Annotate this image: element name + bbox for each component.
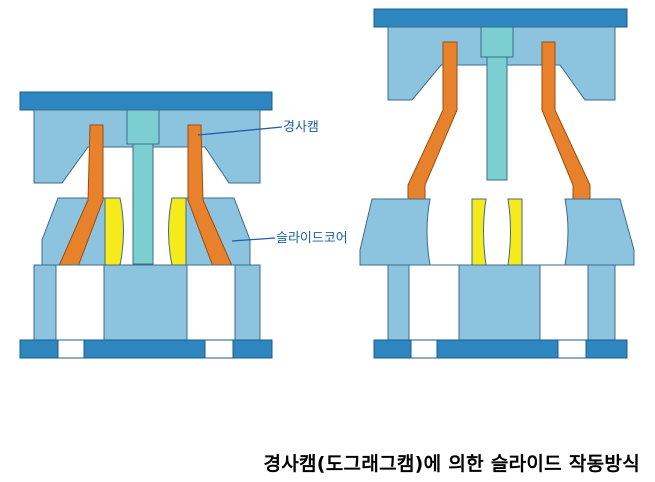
left-lower-pocket-right (186, 264, 236, 341)
right-slide-core-left (471, 198, 487, 266)
diagram-caption: 경사캠(도그래그캠)에 의한 슬라이드 작동방식 (263, 453, 640, 475)
left-bottom-plate-hole-right (204, 339, 234, 359)
left-slide-core-right (168, 197, 187, 266)
slide-core-leader-line (231, 237, 276, 242)
right-sprue-bushing (480, 26, 514, 58)
right-slide-block-left (359, 198, 431, 266)
left-assembly-closed (19, 91, 273, 359)
right-ejector-pin (486, 56, 508, 181)
right-top-clamp-plate (373, 8, 628, 28)
right-lower-pocket-left (408, 264, 460, 341)
left-ejector-pin (132, 143, 154, 265)
angle-cam-leader-line (197, 126, 283, 136)
right-slide-core-right (507, 198, 523, 266)
right-bottom-plate-hole-right (557, 339, 587, 359)
left-top-clamp-plate (19, 91, 273, 111)
left-sprue-bushing (126, 109, 160, 145)
slide-core-label: 슬라이드코어 (276, 231, 348, 246)
left-bottom-plate-hole-left (57, 339, 85, 359)
angle-cam-label: 경사캠 (283, 120, 319, 135)
left-lower-pocket-left (55, 264, 105, 341)
right-lower-pocket-right (539, 264, 589, 341)
right-bottom-plate-hole-left (410, 339, 438, 359)
right-assembly-open (359, 8, 635, 359)
left-slide-core-left (104, 197, 124, 266)
right-slide-block-right (564, 198, 635, 266)
